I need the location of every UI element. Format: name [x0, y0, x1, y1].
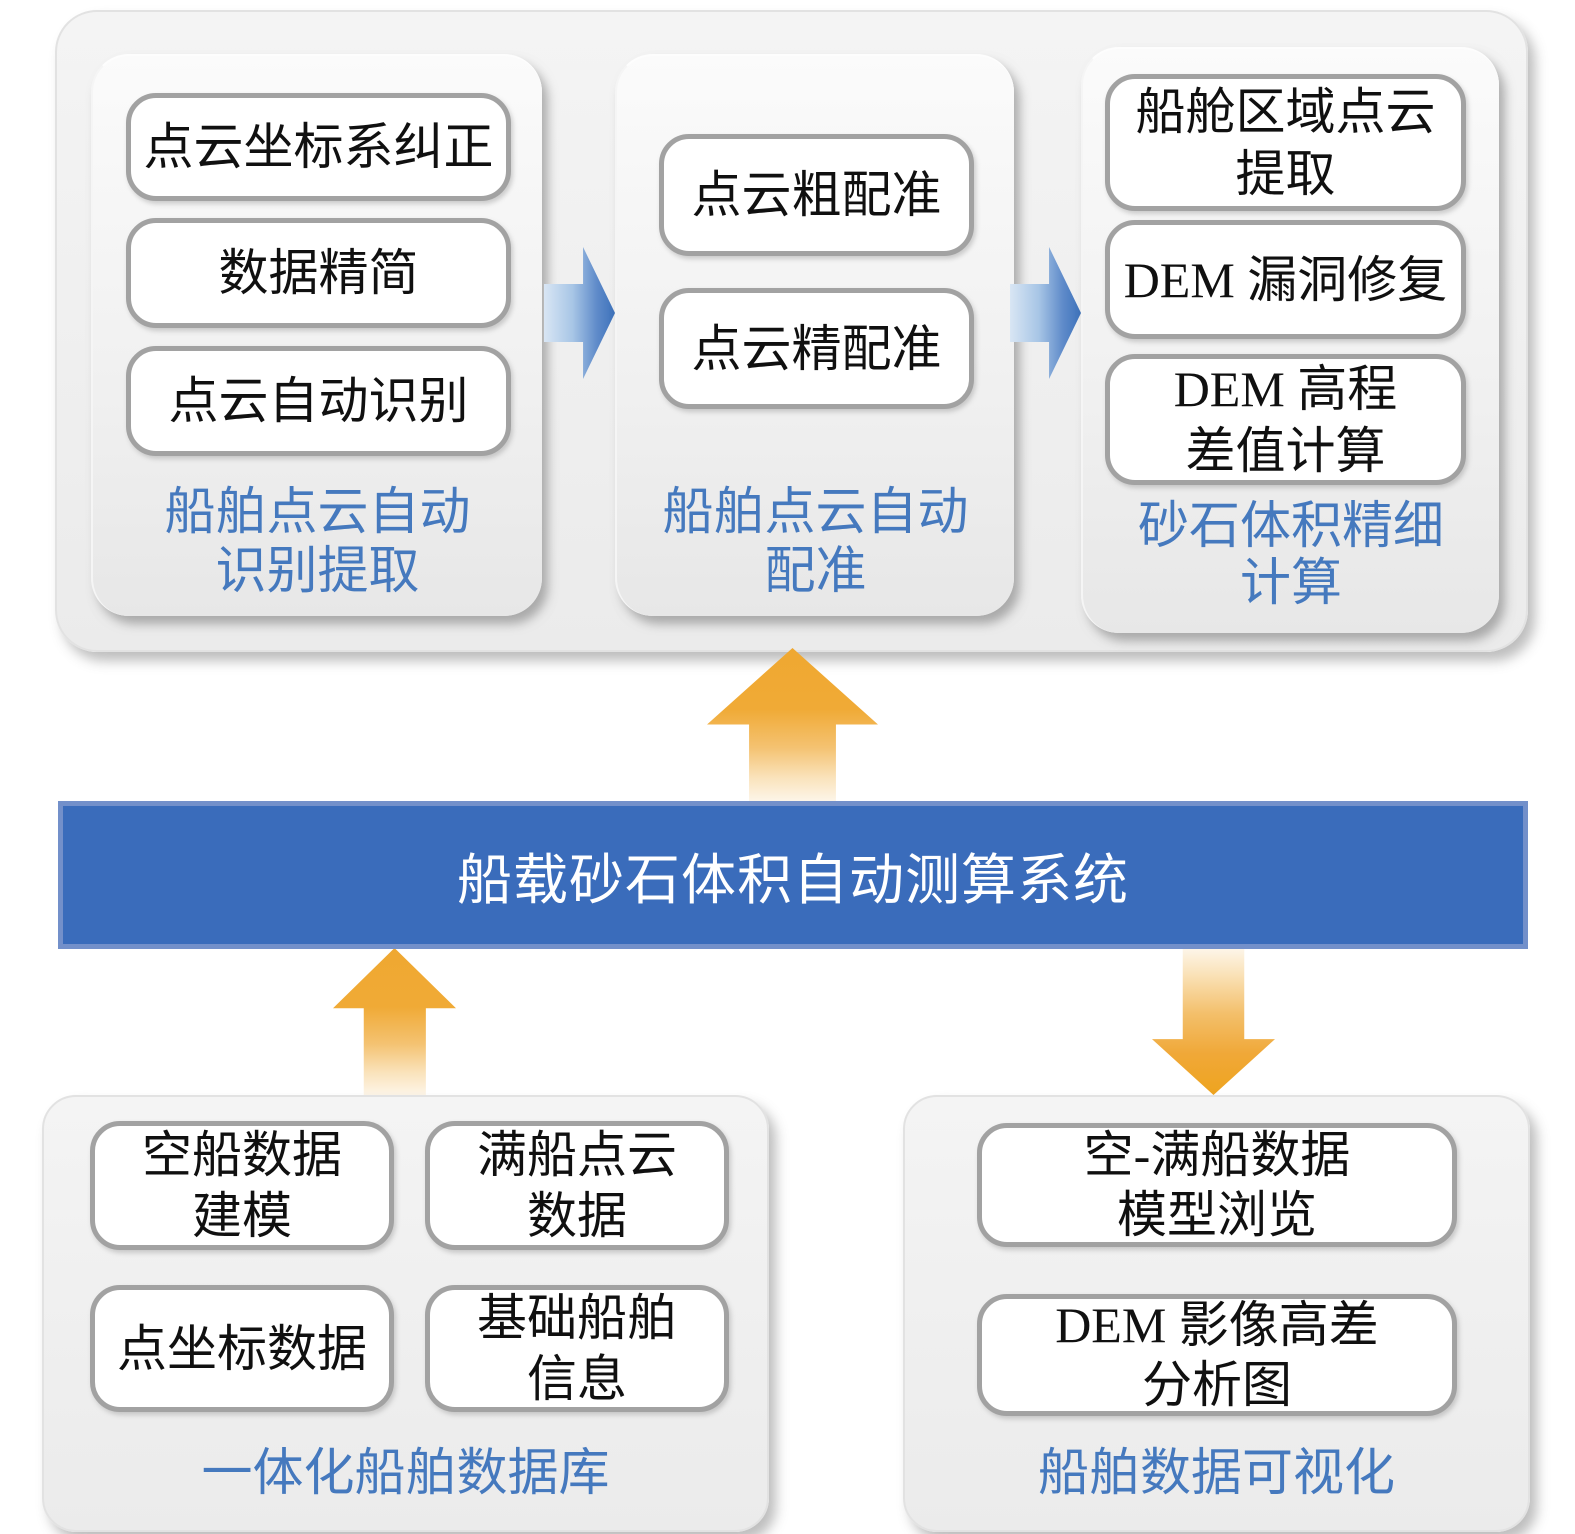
box-text: 点云自动识别 [168, 373, 469, 429]
box-text: 点云精配准 [691, 320, 942, 377]
box-text: 点云粗配准 [691, 167, 942, 223]
system-banner: 船载砂石体积自动测算系统 [58, 801, 1528, 949]
visualization-label: 船舶数据可视化 [1037, 1446, 1395, 1502]
box-basic-ship-info: 基础船舶 信息 [425, 1285, 729, 1412]
flow-arrow-right-icon-2 [1010, 247, 1081, 379]
system-title: 船载砂石体积自动测算系统 [456, 850, 1129, 911]
database-label: 一体化船舶数据库 [201, 1446, 610, 1502]
box-text: 数据精简 [218, 245, 419, 301]
box-coord-correction: 点云坐标系纠正 [126, 93, 511, 201]
arrow-up-center-icon [707, 648, 878, 801]
box-empty-ship-modeling: 空船数据 建模 [90, 1121, 394, 1250]
arrow-up-left-icon [333, 948, 456, 1095]
box-dem-hole-repair: DEM 漏洞修复 [1105, 220, 1466, 339]
box-text: 点坐标数据 [117, 1320, 367, 1377]
arrow-down-right-icon [1152, 948, 1275, 1095]
panel-pointcloud-recognition: 点云坐标系纠正 数据精简 点云自动识别 船舶点云自动 识别提取 [91, 54, 542, 616]
flow-arrow-right-icon-1 [544, 247, 615, 379]
panel-pointcloud-registration: 点云粗配准 点云精配准 船舶点云自动 配准 [615, 54, 1014, 616]
box-model-browse: 空-满船数据 模型浏览 [977, 1123, 1457, 1247]
box-data-reduction: 数据精简 [126, 218, 511, 328]
box-text: DEM 漏洞修复 [1123, 251, 1448, 308]
ship-visualization-container: 空-满船数据 模型浏览 DEM 影像高差 分析图 船舶数据可视化 [903, 1095, 1530, 1532]
box-text: 点云坐标系纠正 [143, 119, 494, 175]
box-point-coord-data: 点坐标数据 [90, 1285, 394, 1412]
panel-label-recognition: 船舶点云自动 识别提取 [164, 485, 471, 600]
box-cabin-extraction: 船舱区域点云 提取 [1105, 74, 1466, 211]
panel-volume-calculation: 船舱区域点云 提取 DEM 漏洞修复 DEM 高程 差值计算 砂石体积精细 计算 [1081, 47, 1499, 633]
box-full-ship-pointcloud: 满船点云 数据 [425, 1121, 729, 1250]
box-dem-analysis-map: DEM 影像高差 分析图 [977, 1294, 1457, 1416]
box-fine-registration: 点云精配准 [659, 288, 974, 409]
ship-database-container: 空船数据 建模 满船点云 数据 点坐标数据 基础船舶 信息 一体化船舶数据库 [42, 1095, 769, 1532]
top-process-container: 点云坐标系纠正 数据精简 点云自动识别 船舶点云自动 识别提取 点云粗配准 点云… [55, 10, 1528, 652]
box-dem-height-diff: DEM 高程 差值计算 [1105, 354, 1466, 485]
box-auto-recognition: 点云自动识别 [126, 346, 511, 456]
panel-label-volume-calc: 砂石体积精细 计算 [1137, 499, 1444, 612]
box-coarse-registration: 点云粗配准 [659, 134, 974, 256]
panel-label-registration: 船舶点云自动 配准 [662, 485, 969, 600]
